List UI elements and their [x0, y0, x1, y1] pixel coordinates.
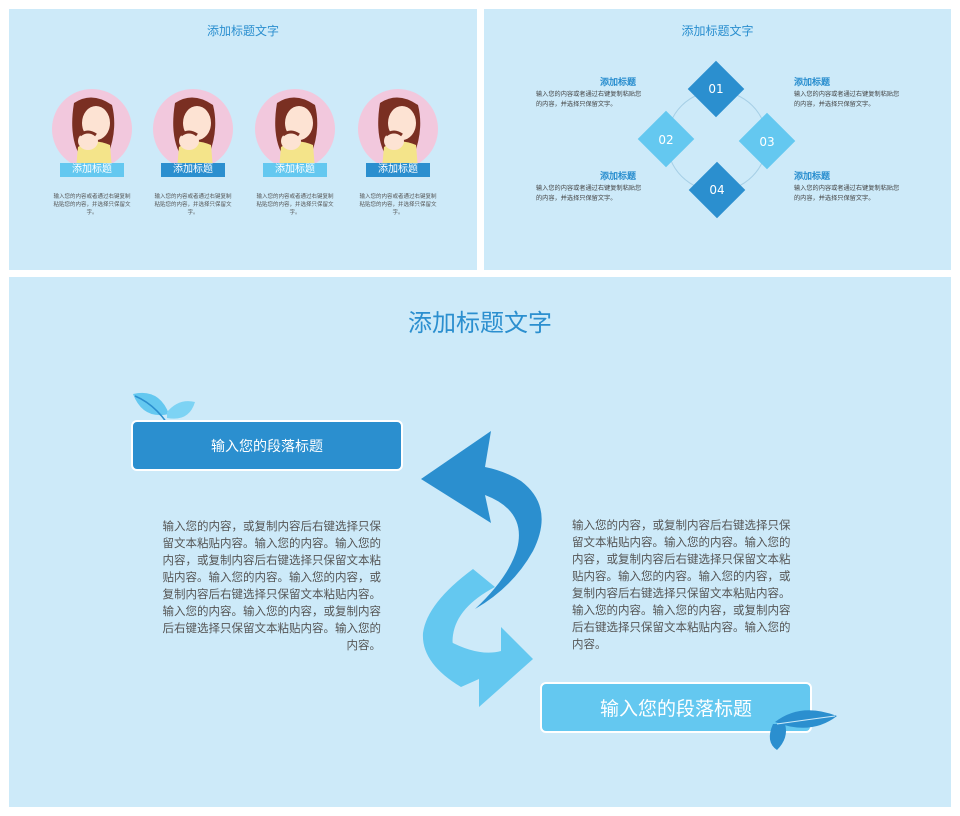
card-4-label: 添加标题: [366, 163, 430, 177]
card-2-desc: 输入您的内容或者通过右键复制粘贴您的内容，并选择只保留文字。: [154, 194, 232, 216]
slide-1-title: 添加标题文字: [206, 24, 279, 38]
left-paragraph-heading: 输入您的段落标题: [131, 420, 403, 471]
card-3-desc: 输入您的内容或者通过右键复制粘贴您的内容，并选择只保留文字。: [256, 194, 334, 216]
diamond-02-number: 02: [658, 133, 674, 147]
curved-arrow-icon: [421, 431, 542, 707]
mother-baby-illustration-icon: [358, 89, 438, 169]
mother-baby-illustration-icon: [255, 89, 335, 169]
diamond-connector-lines: [666, 90, 768, 192]
card-1-desc: 输入您的内容或者通过右键复制粘贴您的内容，并选择只保留文字。: [53, 194, 131, 216]
item-2-heading: 添加标题: [794, 78, 831, 88]
leaf-icon: [769, 710, 837, 750]
slide-thumbnail-1[interactable]: 添加标题文字 添加标题 输入您的内容或者通过右键复制粘贴您的内容，并选择只保留文…: [9, 9, 477, 270]
card-4-desc: 输入您的内容或者通过右键复制粘贴您的内容，并选择只保留文字。: [359, 194, 437, 216]
card-3-label: 添加标题: [263, 163, 327, 177]
slide-main[interactable]: 添加标题文字 输入您的段落标题 输入您的内容，或复制内容后右键选择只保留文本粘贴…: [9, 277, 951, 807]
card-2: 添加标题 输入您的内容或者通过右键复制粘贴您的内容，并选择只保留文字。: [151, 89, 235, 216]
card-3: 添加标题 输入您的内容或者通过右键复制粘贴您的内容，并选择只保留文字。: [253, 89, 337, 216]
slide-2-title: 添加标题文字: [681, 24, 754, 38]
diamond-04-number: 04: [709, 183, 725, 197]
left-heading-text: 输入您的段落标题: [211, 438, 323, 455]
item-3-heading: 添加标题: [600, 172, 637, 182]
slide-3-title: 添加标题文字: [408, 309, 552, 337]
diamond-03-number: 03: [759, 135, 775, 149]
right-paragraph-heading: 输入您的段落标题: [540, 682, 812, 733]
item-1-heading: 添加标题: [600, 78, 637, 88]
item-4-desc: 输入您的内容或者通过右键复制粘贴您的内容，并选择只保留文字。: [794, 185, 900, 202]
mother-baby-illustration-icon: [52, 89, 132, 169]
item-1-desc: 输入您的内容或者通过右键复制粘贴您的内容，并选择只保留文字。: [536, 91, 642, 108]
slide-thumbnail-2[interactable]: 添加标题文字 01 02 03 04 添加标题 输入您的内容或者通过右键复制粘贴…: [484, 9, 951, 270]
item-4-heading: 添加标题: [794, 172, 831, 182]
card-1: 添加标题 输入您的内容或者通过右键复制粘贴您的内容，并选择只保留文字。: [50, 89, 134, 216]
card-2-label: 添加标题: [161, 163, 225, 177]
mother-baby-illustration-icon: [153, 89, 233, 169]
item-2-desc: 输入您的内容或者通过右键复制粘贴您的内容，并选择只保留文字。: [794, 91, 900, 108]
right-paragraph: 输入您的内容，或复制内容后右键选择只保留文本粘贴内容。输入您的内容。输入您的内容…: [572, 518, 791, 651]
left-paragraph: 输入您的内容，或复制内容后右键选择只保留文本粘贴内容。输入您的内容。输入您的内容…: [162, 519, 382, 652]
item-3-desc: 输入您的内容或者通过右键复制粘贴您的内容，并选择只保留文字。: [536, 185, 642, 202]
diamond-01-number: 01: [708, 82, 724, 96]
card-1-label: 添加标题: [60, 163, 124, 177]
right-heading-text: 输入您的段落标题: [599, 698, 752, 720]
card-4: 添加标题 输入您的内容或者通过右键复制粘贴您的内容，并选择只保留文字。: [356, 89, 440, 216]
